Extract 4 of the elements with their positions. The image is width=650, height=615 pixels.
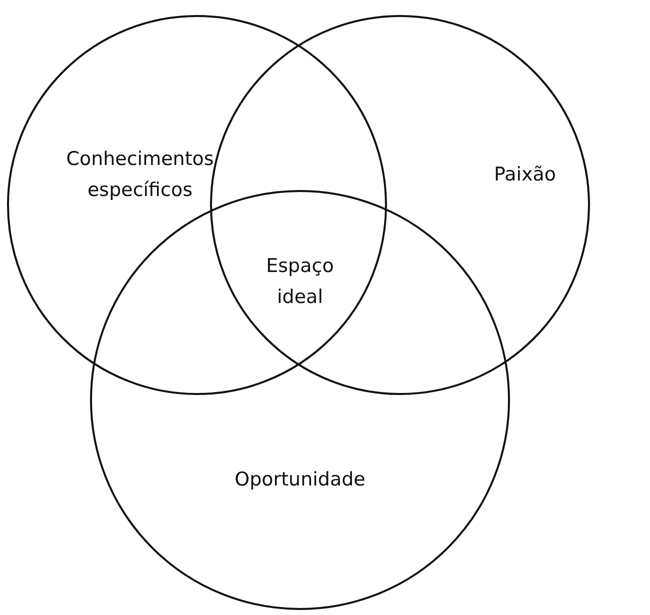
circle-label: Oportunidade [234, 468, 366, 492]
circle-label: Conhecimentos específicos [65, 147, 215, 203]
overlap-label: Espaço ideal [265, 254, 335, 310]
circle-label: Paixão [492, 162, 558, 188]
